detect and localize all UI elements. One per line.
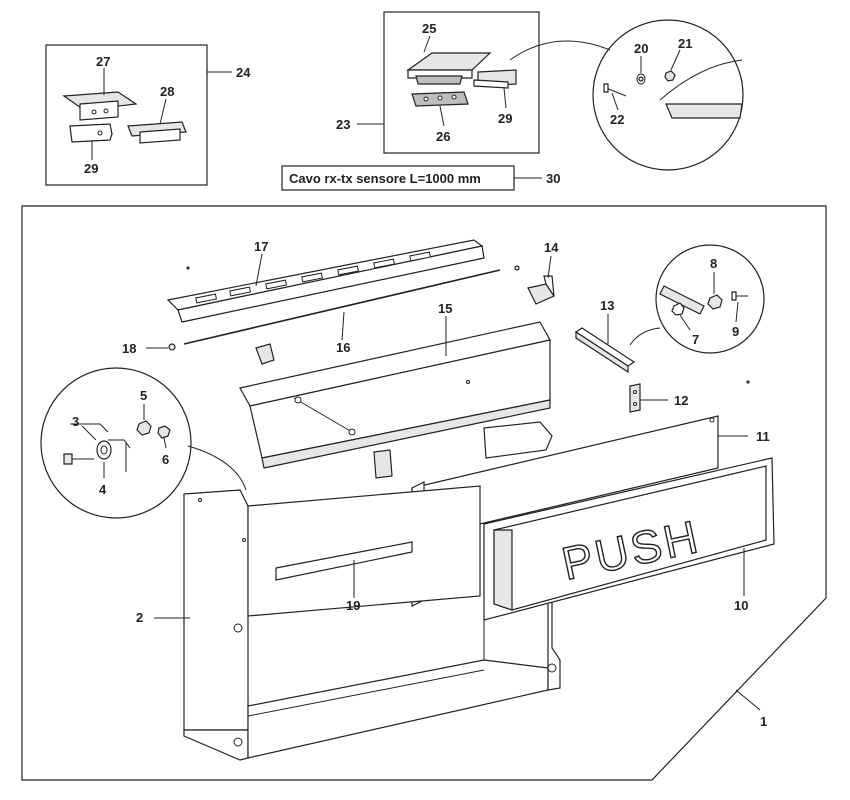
- bracket-13: [574, 327, 636, 374]
- screw-9: [731, 291, 748, 301]
- callout-17: 17: [254, 239, 268, 254]
- bar-19: [275, 541, 413, 581]
- callout-4: 4: [99, 482, 107, 497]
- callout-10: 10: [734, 598, 748, 613]
- hinge-bracket: [373, 449, 393, 479]
- subassembly-box-23: [383, 11, 540, 154]
- plate-26: [411, 91, 469, 107]
- callout-2: 2: [136, 610, 143, 625]
- push-bar-10: PUSH: [483, 457, 775, 621]
- callout-3: 3: [72, 414, 79, 429]
- callout-16: 16: [336, 340, 350, 355]
- callout-15: 15: [438, 301, 452, 316]
- bracket-27: [62, 91, 138, 121]
- nut-5: [136, 420, 152, 436]
- nut-21: [664, 70, 676, 82]
- callout-30: 30: [546, 171, 560, 186]
- callout-19: 19: [346, 598, 360, 613]
- cable-label: Cavo rx-tx sensore L=1000 mm: [289, 171, 481, 186]
- panel-15: [239, 321, 551, 469]
- callout-13: 13: [600, 298, 614, 313]
- detail-circle-left: [40, 367, 192, 519]
- cover-25: [406, 52, 492, 85]
- callout-5: 5: [140, 388, 147, 403]
- bracket-29-top: [473, 69, 517, 89]
- callout-14: 14: [544, 240, 559, 255]
- callout-29-left: 29: [84, 161, 98, 176]
- nut-6: [157, 425, 171, 439]
- callout-27: 27: [96, 54, 110, 69]
- detail-circle-top: [592, 19, 744, 171]
- callout-1: 1: [760, 714, 767, 729]
- hinge-small: [255, 343, 275, 365]
- washer-20: [636, 73, 646, 85]
- bracket-28: [127, 121, 187, 144]
- rod-16: [183, 269, 501, 345]
- callout-23: 23: [336, 117, 350, 132]
- callout-26: 26: [436, 129, 450, 144]
- nut-8: [707, 294, 723, 310]
- bracket-14: [527, 275, 555, 305]
- callout-25: 25: [422, 21, 436, 36]
- callout-7: 7: [692, 332, 699, 347]
- callout-29-top: 29: [498, 111, 512, 126]
- callout-12: 12: [674, 393, 688, 408]
- cover-edge-detail: [659, 59, 743, 101]
- rail-17: [166, 239, 485, 323]
- callout-24: 24: [236, 65, 251, 80]
- callout-9: 9: [732, 324, 739, 339]
- bolt-3: [63, 453, 94, 465]
- nut-7: [671, 302, 685, 316]
- screw-22: [603, 83, 627, 97]
- callout-6: 6: [162, 452, 169, 467]
- mid-bracket: [483, 421, 553, 459]
- detail-circle-right: [655, 244, 765, 354]
- callout-22: 22: [610, 112, 624, 127]
- callout-11: 11: [756, 429, 770, 444]
- bracket-12: [629, 383, 641, 413]
- main-assembly-frame: [21, 205, 827, 781]
- callout-28: 28: [160, 84, 174, 99]
- callout-18: 18: [122, 341, 136, 356]
- nut-18: [168, 343, 176, 351]
- callout-20: 20: [634, 41, 648, 56]
- subassembly-box-24: [45, 44, 208, 186]
- washer-4: [96, 440, 112, 460]
- callout-21: 21: [678, 36, 692, 51]
- bracket-29-left: [69, 123, 113, 143]
- callout-8: 8: [710, 256, 717, 271]
